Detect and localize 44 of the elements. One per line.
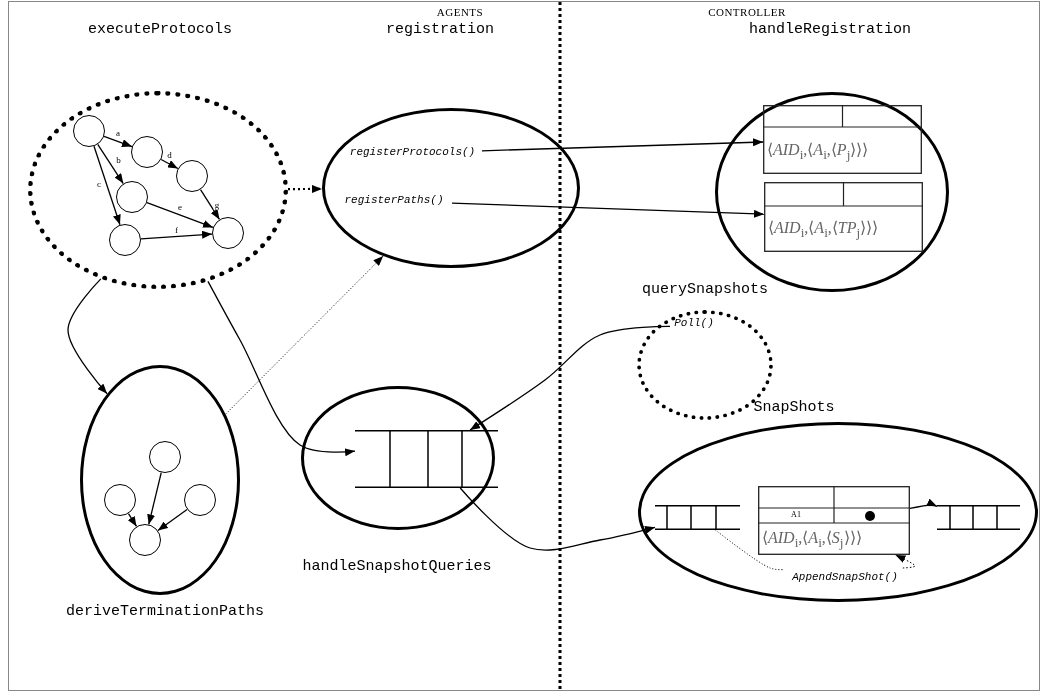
arrow — [909, 498, 938, 510]
formula-text: ⟨AID$_{i}$,⟨A$_{i}$,⟨S$_{j}$⟩⟩⟩ — [762, 529, 862, 553]
function-label: registerProtocols() — [345, 145, 480, 161]
function-label: AppendSnapShot() — [785, 570, 905, 585]
dotted-arrow — [288, 184, 322, 193]
arrow — [147, 471, 162, 526]
queue-drawing — [355, 430, 498, 488]
section-title: AGENTS — [436, 6, 484, 18]
process-title: querySnapshots — [640, 281, 769, 299]
arrow — [140, 230, 213, 240]
arrow — [127, 512, 138, 528]
arrow — [157, 508, 188, 532]
process-title: deriveTerminationPaths — [64, 603, 265, 621]
process-title: SnapShots — [752, 399, 836, 417]
arrow — [67, 278, 108, 395]
arrow — [160, 158, 179, 170]
edge-label: f — [174, 224, 179, 235]
arrow — [93, 145, 121, 226]
arrow — [469, 325, 671, 431]
section-title: CONTROLLER — [708, 6, 786, 18]
formula-text: ⟨AID$_{i}$,⟨A$_{i}$,⟨P$_{j}$⟩⟩⟩ — [767, 140, 869, 164]
function-label: registerPaths() — [338, 193, 450, 209]
arrow — [199, 188, 221, 221]
formula-text: ⟨AID$_{i}$,⟨A$_{i}$,⟨TP$_{j}$⟩⟩⟩ — [768, 219, 879, 243]
process-title: executeProtocols — [86, 21, 233, 39]
dotted-arrow — [225, 255, 384, 415]
process-title: handleRegistration — [747, 21, 912, 39]
arrow — [481, 138, 764, 152]
dotted-line — [714, 529, 784, 571]
dotted-arrow — [894, 554, 916, 569]
arrow — [207, 280, 356, 457]
process-title: registration — [384, 21, 495, 39]
queue-drawing — [655, 505, 740, 530]
arrow — [451, 202, 765, 218]
edge-label: b — [115, 155, 122, 165]
arrow — [103, 135, 133, 148]
edge-label: d — [166, 150, 173, 160]
function-label: Poll() — [672, 316, 716, 331]
arrow — [146, 201, 214, 229]
process-title: handleSnapshotQueries — [301, 558, 493, 576]
queue-drawing — [937, 505, 1020, 530]
cell-text: A1 — [790, 510, 802, 519]
arrow — [459, 487, 656, 551]
arrow — [97, 143, 124, 185]
